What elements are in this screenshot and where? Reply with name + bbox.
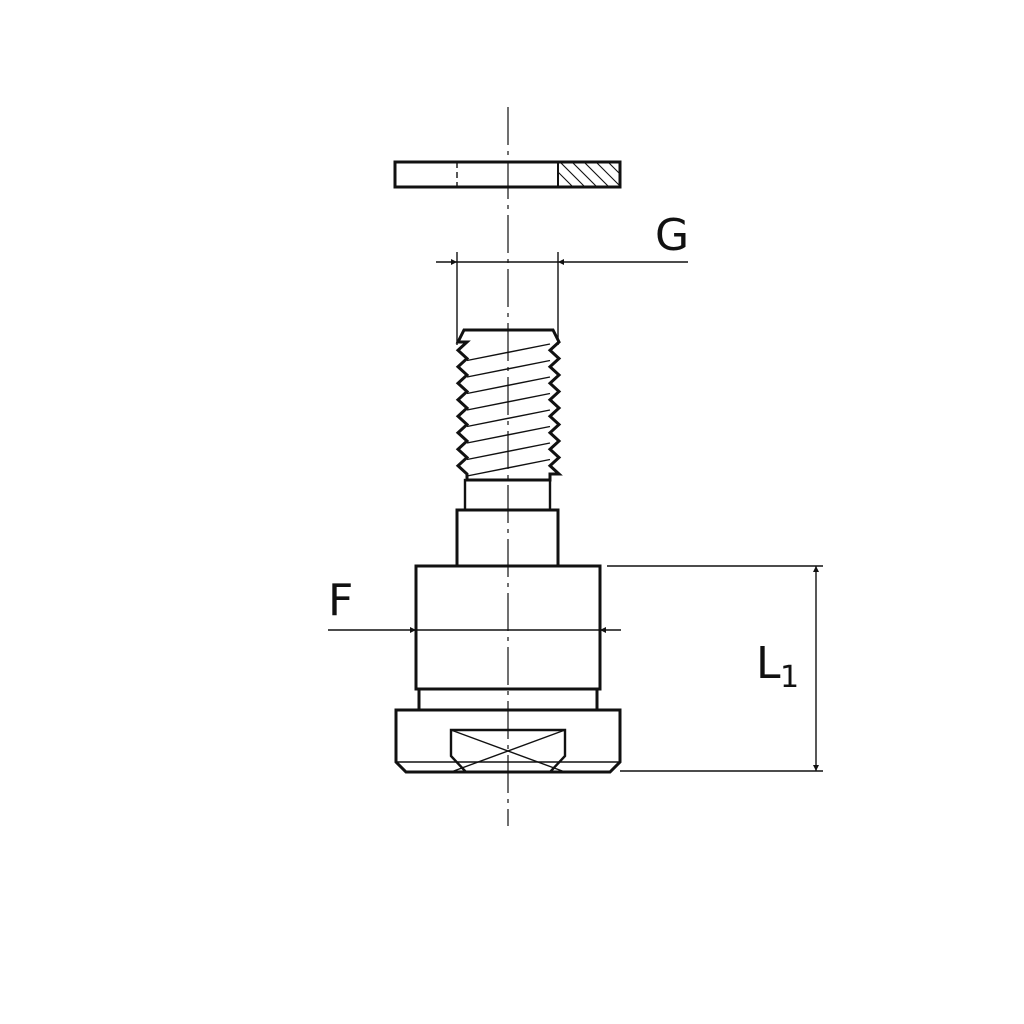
thread-helix-line bbox=[466, 425, 551, 444]
dimension-g-label: G bbox=[655, 210, 689, 261]
dimension-l1: L 1 bbox=[607, 565, 823, 772]
thread-helix-line bbox=[466, 376, 551, 395]
thread-helix-line bbox=[466, 392, 551, 411]
thread-helix-line bbox=[466, 409, 551, 428]
washer-hatching bbox=[558, 162, 620, 187]
thread-helix-line bbox=[466, 359, 551, 378]
dimension-f: F bbox=[328, 575, 621, 633]
dimension-g: G bbox=[436, 210, 689, 345]
thread-helix-line bbox=[466, 458, 551, 477]
thread-helix-line bbox=[466, 343, 551, 362]
bolt-head bbox=[394, 708, 622, 774]
dimension-f-label: F bbox=[328, 575, 353, 626]
dimension-l1-subscript: 1 bbox=[780, 660, 799, 695]
dimension-l1-label: L bbox=[756, 638, 781, 689]
thread-helix-line bbox=[466, 442, 551, 461]
washer bbox=[393, 160, 622, 189]
